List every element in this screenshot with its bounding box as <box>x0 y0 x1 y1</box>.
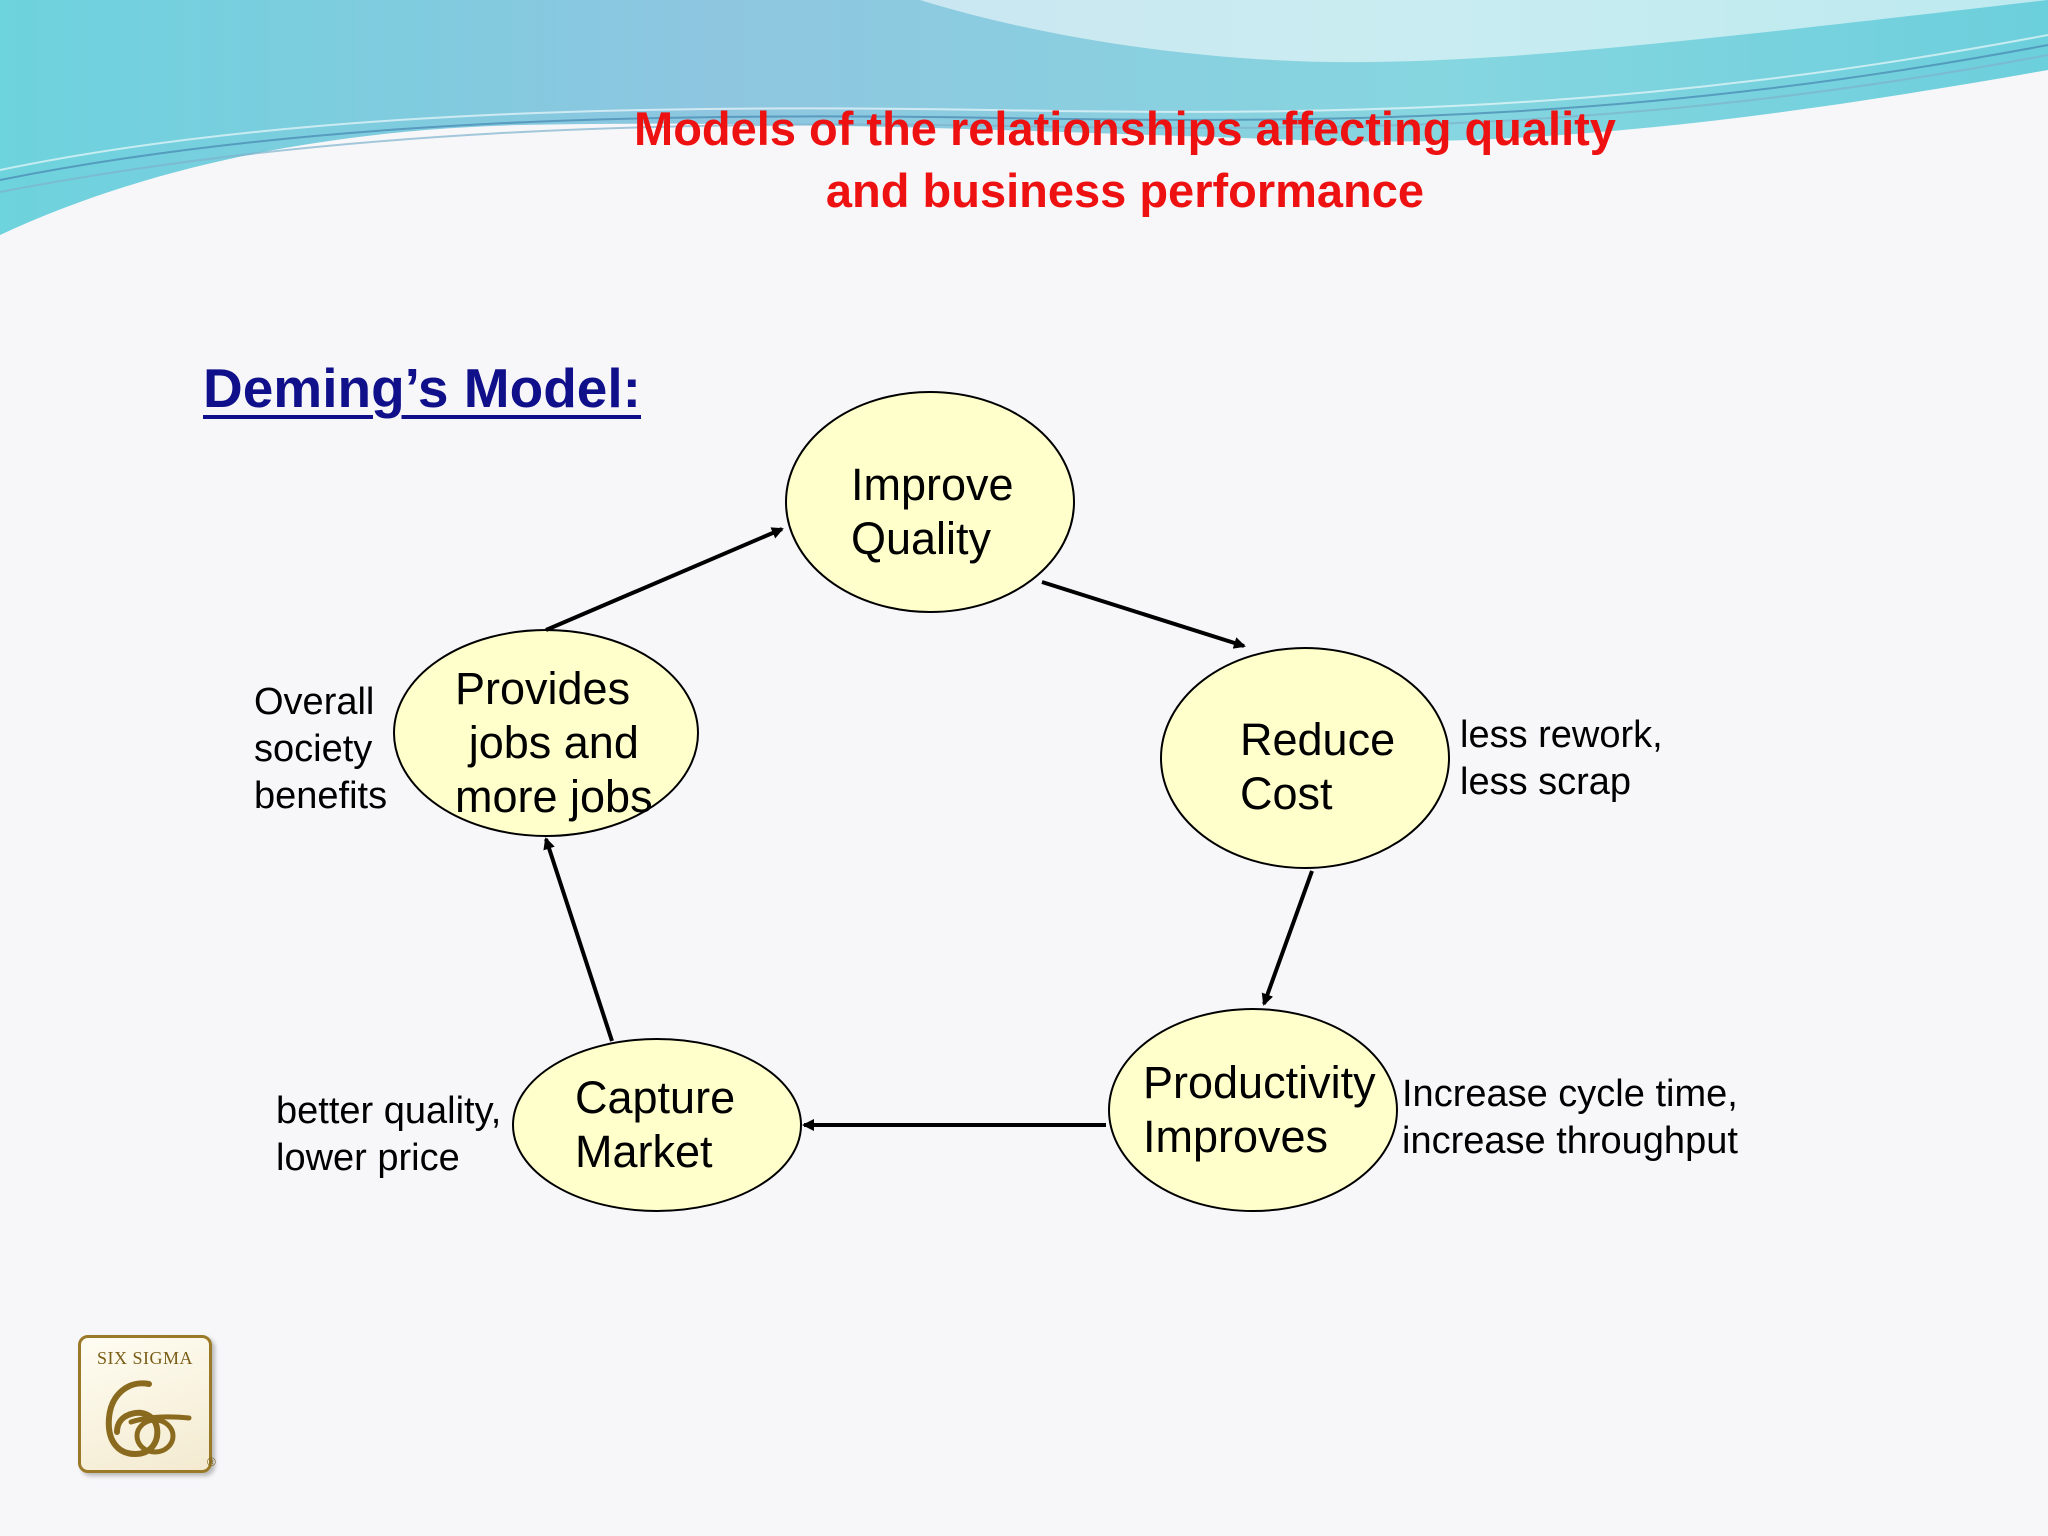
label-provides-jobs: Provides jobs and more jobs <box>455 662 653 824</box>
label-line: more jobs <box>455 771 653 822</box>
label-line: jobs and <box>468 717 639 768</box>
label-line: Capture <box>575 1072 736 1123</box>
node-reduce-cost <box>1160 647 1450 869</box>
note-productivity: Increase cycle time, increase throughput <box>1402 1071 1738 1165</box>
label-line: Reduce <box>1240 714 1396 765</box>
label-line: Market <box>575 1126 713 1177</box>
label-line: Improve <box>851 459 1014 510</box>
node-productivity-improves <box>1108 1008 1398 1212</box>
label-line: Improves <box>1143 1111 1329 1162</box>
label-line: Productivity <box>1143 1057 1376 1108</box>
logo-text: SIX SIGMA <box>96 1348 193 1368</box>
note-line: less rework, <box>1460 714 1663 756</box>
six-sigma-mark-icon <box>105 1380 192 1458</box>
label-line: Quality <box>851 513 992 564</box>
note-line: Increase cycle time, <box>1402 1073 1738 1115</box>
label-line: Provides <box>455 663 631 714</box>
registered-mark: ® <box>207 1455 216 1469</box>
note-reduce-cost: less rework, less scrap <box>1460 712 1663 806</box>
arrow-market-to-jobs <box>543 837 614 1042</box>
arrow-jobs-to-quality <box>545 527 784 632</box>
note-line: less scrap <box>1460 761 1632 803</box>
node-capture-market <box>512 1038 802 1212</box>
label-improve-quality: Improve Quality <box>851 458 1014 566</box>
note-line: lower price <box>276 1137 460 1179</box>
note-line: better quality, <box>276 1090 502 1132</box>
note-line: Overall <box>254 681 375 723</box>
title-line-1: Models of the relationships affecting qu… <box>634 102 1616 155</box>
node-improve-quality <box>785 391 1075 613</box>
note-line: increase throughput <box>1402 1120 1738 1162</box>
note-line: society <box>254 728 373 770</box>
six-sigma-logo: SIX SIGMA <box>78 1335 212 1473</box>
label-productivity-improves: Productivity Improves <box>1143 1056 1376 1164</box>
note-line: benefits <box>254 775 388 817</box>
arrow-quality-to-cost <box>1041 580 1246 649</box>
slide-title: Models of the relationships affecting qu… <box>520 98 1730 222</box>
label-capture-market: Capture Market <box>575 1071 735 1179</box>
title-line-2: and business performance <box>825 164 1425 217</box>
label-reduce-cost: Reduce Cost <box>1240 713 1395 821</box>
model-heading: Deming’s Model: <box>203 357 641 419</box>
note-jobs: Overall society benefits <box>254 679 387 820</box>
label-line: Cost <box>1240 768 1333 819</box>
arrow-cost-to-productivity <box>1261 870 1314 1006</box>
note-capture-market: better quality, lower price <box>276 1088 501 1182</box>
